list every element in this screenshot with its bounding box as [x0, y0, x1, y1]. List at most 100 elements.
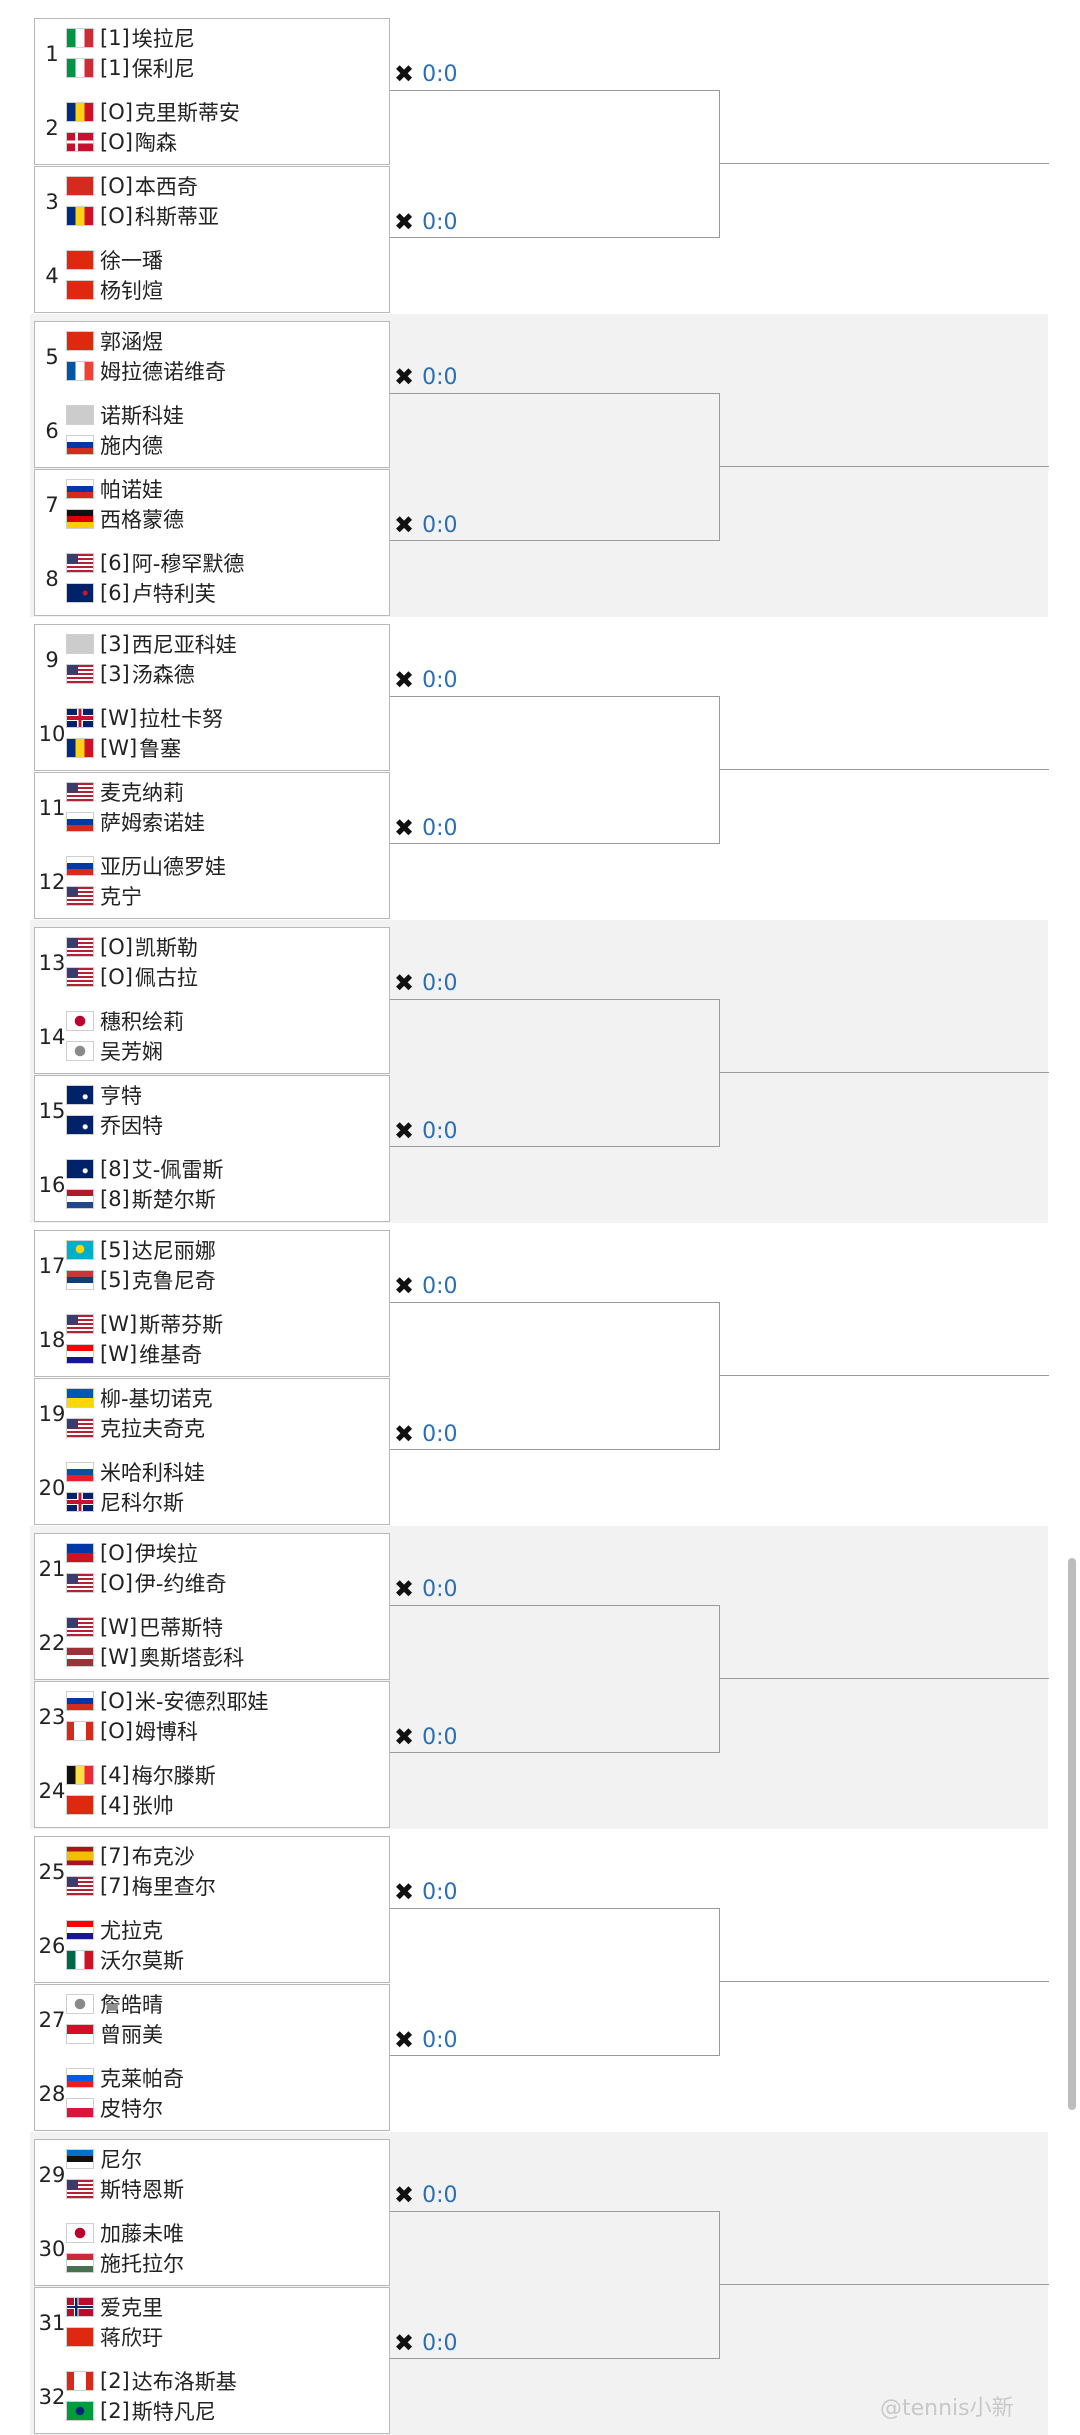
scrollbar[interactable] [1068, 1558, 1076, 2110]
flag-it-icon [66, 28, 94, 48]
flag-us-icon [66, 937, 94, 957]
player-row[interactable]: [O]伊埃拉 [66, 1539, 198, 1567]
score-link[interactable]: ✖0:0 [394, 1723, 458, 1751]
score-link[interactable]: ✖0:0 [394, 1117, 458, 1145]
score-link[interactable]: ✖0:0 [394, 2181, 458, 2209]
draw-position-number: 23 [38, 1705, 66, 1729]
player-row[interactable]: [O]米-安德烈耶娃 [66, 1687, 269, 1715]
player-row[interactable]: [O]陶森 [66, 128, 177, 156]
player-name: 加藤未唯 [100, 2222, 184, 2246]
player-row[interactable]: [W]斯蒂芬斯 [66, 1310, 223, 1338]
player-row[interactable]: [O]姆博科 [66, 1717, 198, 1745]
player-row[interactable]: 亨特 [66, 1081, 142, 1109]
player-row[interactable]: [5]达尼丽娜 [66, 1236, 216, 1264]
score-link[interactable]: ✖0:0 [394, 1575, 458, 1603]
player-row[interactable]: [W]维基奇 [66, 1340, 202, 1368]
score-link[interactable]: ✖0:0 [394, 511, 458, 539]
score-text: 0:0 [422, 364, 458, 390]
player-row[interactable]: [O]本西奇 [66, 172, 198, 200]
player-row[interactable]: 施托拉尔 [66, 2249, 184, 2277]
player-row[interactable]: [O]凯斯勒 [66, 933, 198, 961]
score-text: 0:0 [422, 512, 458, 538]
score-text: 0:0 [422, 61, 458, 87]
player-row[interactable]: [6]卢特利芙 [66, 579, 216, 607]
player-row[interactable]: 吴芳娴 [66, 1037, 163, 1065]
player-row[interactable]: [4]梅尔滕斯 [66, 1761, 216, 1789]
player-row[interactable]: 克宁 [66, 882, 142, 910]
player-row[interactable]: [O]克里斯蒂安 [66, 98, 240, 126]
player-row[interactable]: [O]伊-约维奇 [66, 1569, 227, 1597]
broken-rally-icon: ✖ [394, 1575, 415, 1603]
broken-rally-icon: ✖ [394, 1878, 415, 1906]
player-row[interactable]: [7]梅里查尔 [66, 1872, 216, 1900]
bracket-line [719, 163, 1049, 164]
player-row[interactable]: 姆拉德诺维奇 [66, 357, 226, 385]
player-row[interactable]: 皮特尔 [66, 2094, 163, 2122]
player-row[interactable]: 曾丽美 [66, 2020, 163, 2048]
flag-cz-icon [66, 634, 94, 654]
player-row[interactable]: [1]埃拉尼 [66, 24, 195, 52]
player-row[interactable]: 杨钊煊 [66, 276, 163, 304]
player-row[interactable]: 乔因特 [66, 1111, 163, 1139]
score-link[interactable]: ✖0:0 [394, 2026, 458, 2054]
player-row[interactable]: [W]鲁塞 [66, 734, 181, 762]
player-row[interactable]: [6]阿-穆罕默德 [66, 549, 244, 577]
score-link[interactable]: ✖0:0 [394, 1272, 458, 1300]
player-row[interactable]: 爱克里 [66, 2293, 163, 2321]
player-row[interactable]: [4]张帅 [66, 1791, 174, 1819]
player-row[interactable]: 米哈利科娃 [66, 1458, 205, 1486]
score-text: 0:0 [422, 2027, 458, 2053]
bracket-line [719, 90, 720, 238]
player-row[interactable]: 亚历山德罗娃 [66, 852, 226, 880]
player-row[interactable]: 西格蒙德 [66, 505, 184, 533]
score-link[interactable]: ✖0:0 [394, 969, 458, 997]
player-row[interactable]: [3]西尼亚科娃 [66, 630, 237, 658]
player-row[interactable]: 麦克纳莉 [66, 778, 184, 806]
player-row[interactable]: 柳-基切诺克 [66, 1384, 213, 1412]
bracket-line [719, 1375, 1049, 1376]
score-link[interactable]: ✖0:0 [394, 208, 458, 236]
player-row[interactable]: 诺斯科娃 [66, 401, 184, 429]
player-row[interactable]: 克拉夫奇克 [66, 1414, 205, 1442]
player-row[interactable]: 尼尔 [66, 2145, 142, 2173]
score-link[interactable]: ✖0:0 [394, 666, 458, 694]
player-row[interactable]: [5]克鲁尼奇 [66, 1266, 216, 1294]
flag-de-icon [66, 509, 94, 529]
player-name: 乔因特 [100, 1114, 163, 1138]
player-row[interactable]: 沃尔莫斯 [66, 1946, 184, 1974]
player-row[interactable]: [O]科斯蒂亚 [66, 202, 219, 230]
player-row[interactable]: 尤拉克 [66, 1916, 163, 1944]
player-row[interactable]: [W]奥斯塔彭科 [66, 1643, 244, 1671]
player-row[interactable]: [2]达布洛斯基 [66, 2367, 237, 2395]
player-row[interactable]: [8]斯楚尔斯 [66, 1185, 216, 1213]
player-name: 科斯蒂亚 [134, 205, 219, 229]
player-row[interactable]: 郭涵煜 [66, 327, 163, 355]
player-row[interactable]: 克莱帕奇 [66, 2064, 184, 2092]
player-row[interactable]: 施内德 [66, 431, 163, 459]
player-row[interactable]: [3]汤森德 [66, 660, 195, 688]
player-row[interactable]: [8]艾-佩雷斯 [66, 1155, 223, 1183]
player-row[interactable]: [7]布克沙 [66, 1842, 195, 1870]
broken-rally-icon: ✖ [394, 2181, 415, 2209]
score-link[interactable]: ✖0:0 [394, 2329, 458, 2357]
player-row[interactable]: 加藤未唯 [66, 2219, 184, 2247]
player-row[interactable]: [O]佩古拉 [66, 963, 198, 991]
player-row[interactable]: 帕诺娃 [66, 475, 163, 503]
player-row[interactable]: 蒋欣玗 [66, 2323, 163, 2351]
player-row[interactable]: [W]拉杜卡努 [66, 704, 223, 732]
player-row[interactable]: 尼科尔斯 [66, 1488, 184, 1516]
player-row[interactable]: 詹皓晴 [66, 1990, 163, 2018]
seed-label: [W] [100, 1615, 138, 1639]
player-row[interactable]: [1]保利尼 [66, 54, 195, 82]
score-link[interactable]: ✖0:0 [394, 60, 458, 88]
player-row[interactable]: 斯特恩斯 [66, 2175, 184, 2203]
score-link[interactable]: ✖0:0 [394, 363, 458, 391]
player-row[interactable]: 穗积绘莉 [66, 1007, 184, 1035]
player-row[interactable]: 萨姆索诺娃 [66, 808, 205, 836]
score-link[interactable]: ✖0:0 [394, 814, 458, 842]
player-row[interactable]: 徐一璠 [66, 246, 163, 274]
player-row[interactable]: [W]巴蒂斯特 [66, 1613, 223, 1641]
score-link[interactable]: ✖0:0 [394, 1878, 458, 1906]
player-row[interactable]: [2]斯特凡尼 [66, 2397, 216, 2425]
score-link[interactable]: ✖0:0 [394, 1420, 458, 1448]
